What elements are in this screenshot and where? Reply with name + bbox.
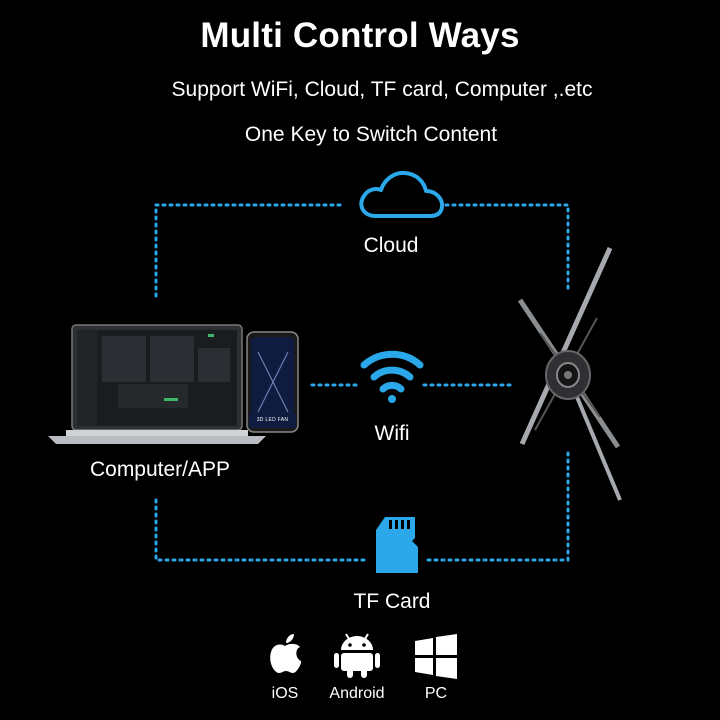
connector-bottom-left — [154, 498, 368, 562]
node-label-cloud: Cloud — [363, 234, 419, 257]
platform-label-ios: iOS — [271, 685, 299, 702]
node-label-tf-card: TF Card — [353, 590, 431, 613]
connector-top-right — [444, 203, 570, 292]
platform-label-pc: PC — [424, 685, 448, 702]
platform-label-android: Android — [329, 685, 385, 702]
wifi-icon — [360, 350, 424, 403]
phone-screen-label: 3D LED FAN — [256, 417, 289, 423]
connector-bottom-right — [426, 448, 570, 562]
phone-illustration — [246, 331, 299, 433]
windows-icon — [415, 634, 457, 679]
laptop-illustration — [48, 324, 266, 444]
android-icon — [334, 633, 380, 678]
connector-top-left — [154, 203, 344, 298]
tagline: One Key to Switch Content — [244, 123, 498, 146]
hologram-fan-illustration — [517, 246, 622, 501]
subtitle: Support WiFi, Cloud, TF card, Computer ,… — [171, 78, 593, 101]
node-label-computer: Computer/APP — [89, 458, 231, 481]
tf-card-icon — [376, 517, 418, 573]
cloud-icon — [359, 170, 445, 218]
node-label-wifi: Wifi — [374, 422, 410, 445]
connector-lines — [154, 203, 570, 562]
apple-icon — [270, 634, 302, 673]
page-title: Multi Control Ways — [200, 16, 520, 55]
